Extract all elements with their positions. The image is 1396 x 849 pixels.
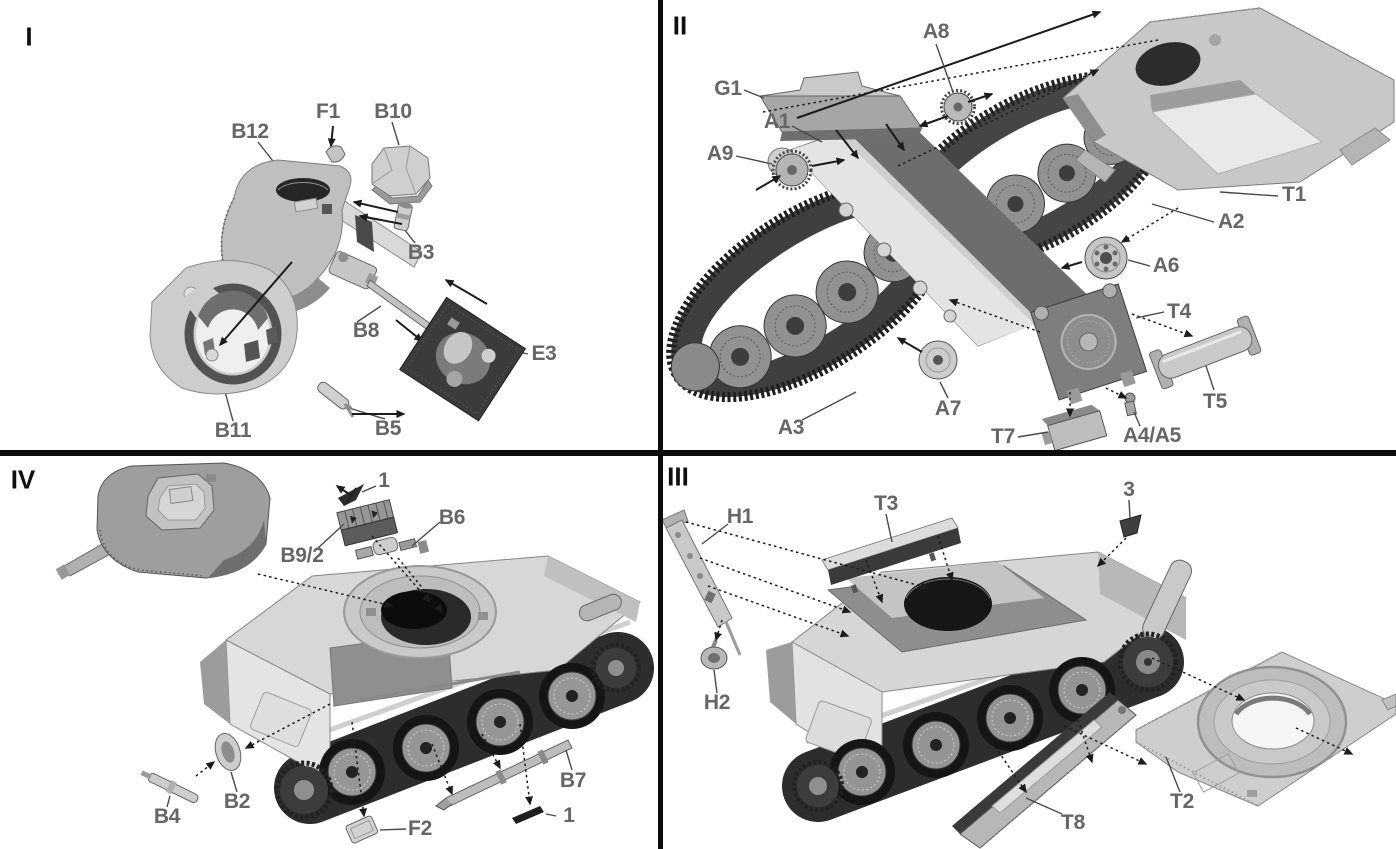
vertical-divider bbox=[658, 0, 663, 849]
step-3-illustration bbox=[663, 499, 1396, 849]
cupola-part-b10 bbox=[371, 145, 433, 205]
hub-cap-part-b2 bbox=[214, 733, 242, 771]
axle-rod-part-b4 bbox=[140, 770, 199, 804]
drive-sprocket-part-a9 bbox=[767, 147, 813, 191]
assembled-turret-part bbox=[55, 462, 271, 580]
small-fitting-part-b5 bbox=[317, 381, 406, 418]
step-4-illustration bbox=[55, 462, 654, 844]
step-2-illustration bbox=[666, 7, 1395, 450]
jack-strip-part-h1 bbox=[663, 509, 742, 656]
bracket-part-3 bbox=[1119, 514, 1142, 538]
engine-grille-part-b9-2 bbox=[336, 499, 399, 547]
gun-barrel-part-b8 bbox=[328, 251, 444, 340]
sleeve-part-1-bottom bbox=[512, 806, 544, 824]
assembled-hull-part bbox=[766, 551, 1193, 822]
exhaust-muffler-part-t5 bbox=[1149, 315, 1262, 390]
step-1-illustration bbox=[149, 121, 529, 422]
small-fitting-part-a4-a5 bbox=[1124, 392, 1137, 417]
idler-wheel-part-a6 bbox=[1084, 236, 1128, 280]
fender-plank-part-t3 bbox=[821, 517, 961, 594]
stowage-box-part-t7 bbox=[1041, 404, 1108, 450]
road-wheel-part-a7 bbox=[918, 340, 958, 380]
turret-rear-plate-part-e3 bbox=[399, 296, 527, 422]
coupling-part-b6 bbox=[354, 536, 430, 560]
turret-base-plate-part-t2 bbox=[1135, 651, 1396, 807]
upper-hull-deck-part-t1 bbox=[1062, 7, 1395, 191]
rear-plate-part-t4 bbox=[1030, 283, 1148, 405]
roller-part-h2 bbox=[700, 639, 728, 670]
flag-fitting-part-1-top bbox=[335, 484, 364, 506]
turret-base-ring-part-b11 bbox=[149, 260, 298, 395]
small-box-part-f2 bbox=[345, 815, 378, 844]
cylinder-part-b3 bbox=[393, 202, 413, 232]
clamp-part-f1 bbox=[325, 125, 346, 163]
tow-rod-part-b7 bbox=[435, 739, 573, 811]
assembled-hull-part bbox=[200, 555, 654, 824]
drive-sprocket-part-a8 bbox=[940, 89, 976, 125]
horizontal-divider bbox=[0, 450, 1396, 456]
side-rail-part-g1 bbox=[759, 71, 923, 141]
